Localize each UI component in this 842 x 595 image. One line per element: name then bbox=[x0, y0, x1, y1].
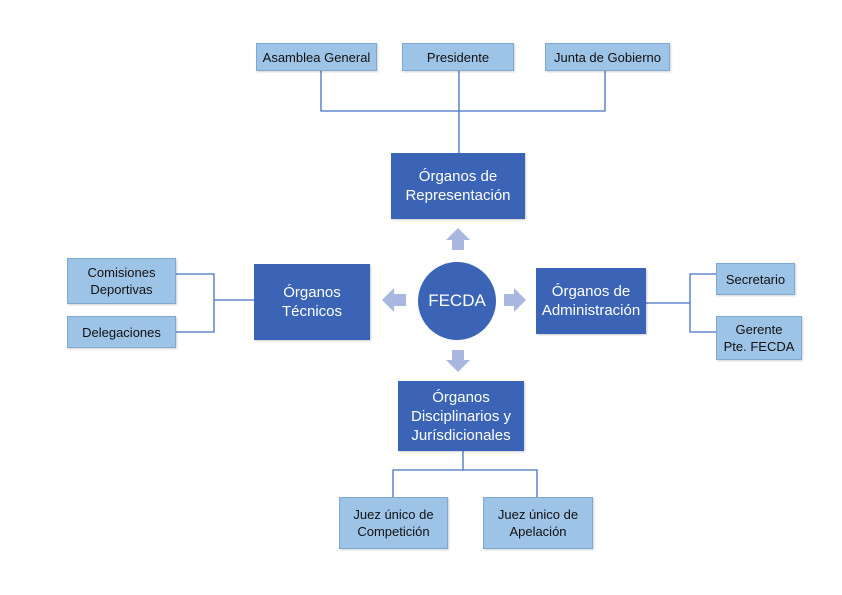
node-label: Presidente bbox=[426, 49, 490, 65]
node-organos-administracion: Órganos de Administración bbox=[536, 268, 646, 334]
node-juez-competicion: Juez único de Competición bbox=[339, 497, 448, 549]
connector-top bbox=[320, 71, 606, 153]
connector-bottom bbox=[392, 451, 538, 497]
node-label: Junta de Gobierno bbox=[554, 49, 661, 65]
node-label: Juez único de Competición bbox=[353, 507, 434, 539]
arrow-down bbox=[446, 350, 470, 372]
node-organos-disciplinarios: Órganos Disciplinarios y Jurísdicionales bbox=[398, 381, 524, 451]
node-junta-de-gobierno: Junta de Gobierno bbox=[545, 43, 670, 71]
node-label: Órganos de Representación bbox=[405, 168, 511, 204]
arrow-left bbox=[382, 288, 406, 312]
node-label: Órganos Técnicos bbox=[281, 284, 343, 320]
arrow-up bbox=[446, 228, 470, 250]
node-organos-representacion: Órganos de Representación bbox=[391, 153, 525, 219]
connector-right bbox=[646, 273, 716, 333]
node-organos-tecnicos: Órganos Técnicos bbox=[254, 264, 370, 340]
node-asamblea-general: Asamblea General bbox=[256, 43, 377, 71]
node-juez-apelacion: Juez único de Apelación bbox=[483, 497, 593, 549]
node-secretario: Secretario bbox=[716, 263, 795, 295]
center-node-fecda: FECDA bbox=[418, 262, 496, 340]
node-label: Órganos Disciplinarios y Jurísdicionales bbox=[410, 388, 512, 444]
node-label: Juez único de Apelación bbox=[497, 507, 579, 539]
node-label: Gerente Pte. FECDA bbox=[723, 322, 795, 354]
node-comisiones-deportivas: Comisiones Deportivas bbox=[67, 258, 176, 304]
node-label: Órganos de Administración bbox=[541, 283, 641, 319]
arrow-right bbox=[504, 288, 526, 312]
node-delegaciones: Delegaciones bbox=[67, 316, 176, 348]
connector-left bbox=[176, 273, 254, 333]
node-presidente: Presidente bbox=[402, 43, 514, 71]
node-gerente: Gerente Pte. FECDA bbox=[716, 316, 802, 360]
node-label: Comisiones Deportivas bbox=[87, 265, 156, 297]
center-label: FECDA bbox=[428, 291, 486, 310]
node-label: Delegaciones bbox=[82, 324, 161, 340]
node-label: Secretario bbox=[725, 271, 786, 287]
node-label: Asamblea General bbox=[262, 49, 371, 65]
